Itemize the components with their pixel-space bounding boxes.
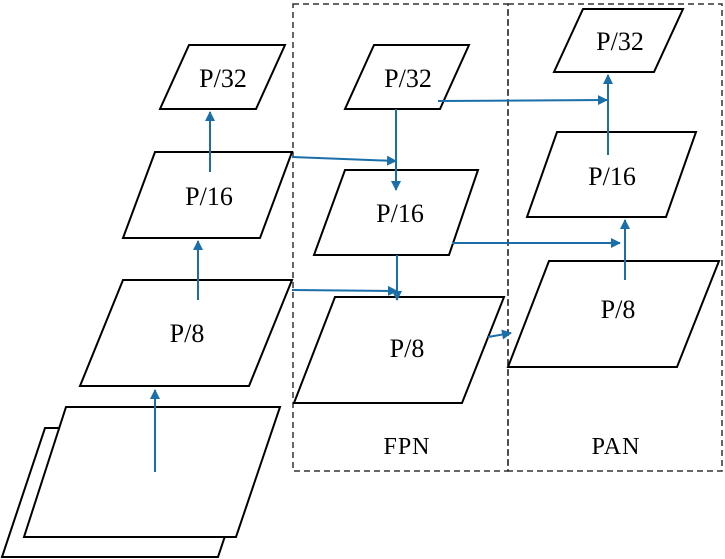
- arrow-backbone-p16-to-fpn: [291, 155, 397, 166]
- pan-p8-label: P/8: [601, 295, 636, 324]
- backbone-p16-label: P/16: [185, 182, 233, 211]
- pan-title: PAN: [592, 434, 641, 460]
- fpn-p16-label: P/16: [376, 199, 424, 228]
- fpn-p8-label: P/8: [390, 334, 425, 363]
- backbone-p8-label: P/8: [170, 319, 205, 348]
- backbone-p32-map: [158, 44, 287, 110]
- pan-box: [507, 3, 723, 472]
- fpn-p32-map: [343, 44, 471, 110]
- pan-p8-map: [506, 260, 721, 368]
- pan-p32-map: [552, 8, 685, 73]
- arrow-fpn-p32-to-pan: [437, 95, 608, 106]
- pan-p16-label: P/16: [588, 162, 636, 191]
- fpn-p16-map: [312, 169, 480, 256]
- backbone-p8-map: [78, 279, 294, 387]
- arrow-backbone-p8-to-fpn: [291, 285, 398, 296]
- fpn-p32-label: P/32: [384, 64, 432, 93]
- pan-p16-map: [525, 131, 698, 218]
- arrow-fpn-p8-to-pan: [487, 329, 512, 340]
- backbone-p16-map: [121, 151, 294, 239]
- fpn-title: FPN: [383, 434, 430, 460]
- fpn-box: [292, 3, 509, 472]
- pan-p32-label: P/32: [596, 27, 644, 56]
- backbone-p32-label: P/32: [199, 64, 247, 93]
- input-image-front: [22, 406, 282, 538]
- fpn-p8-map: [292, 296, 506, 404]
- arrow-layer: [150, 74, 630, 472]
